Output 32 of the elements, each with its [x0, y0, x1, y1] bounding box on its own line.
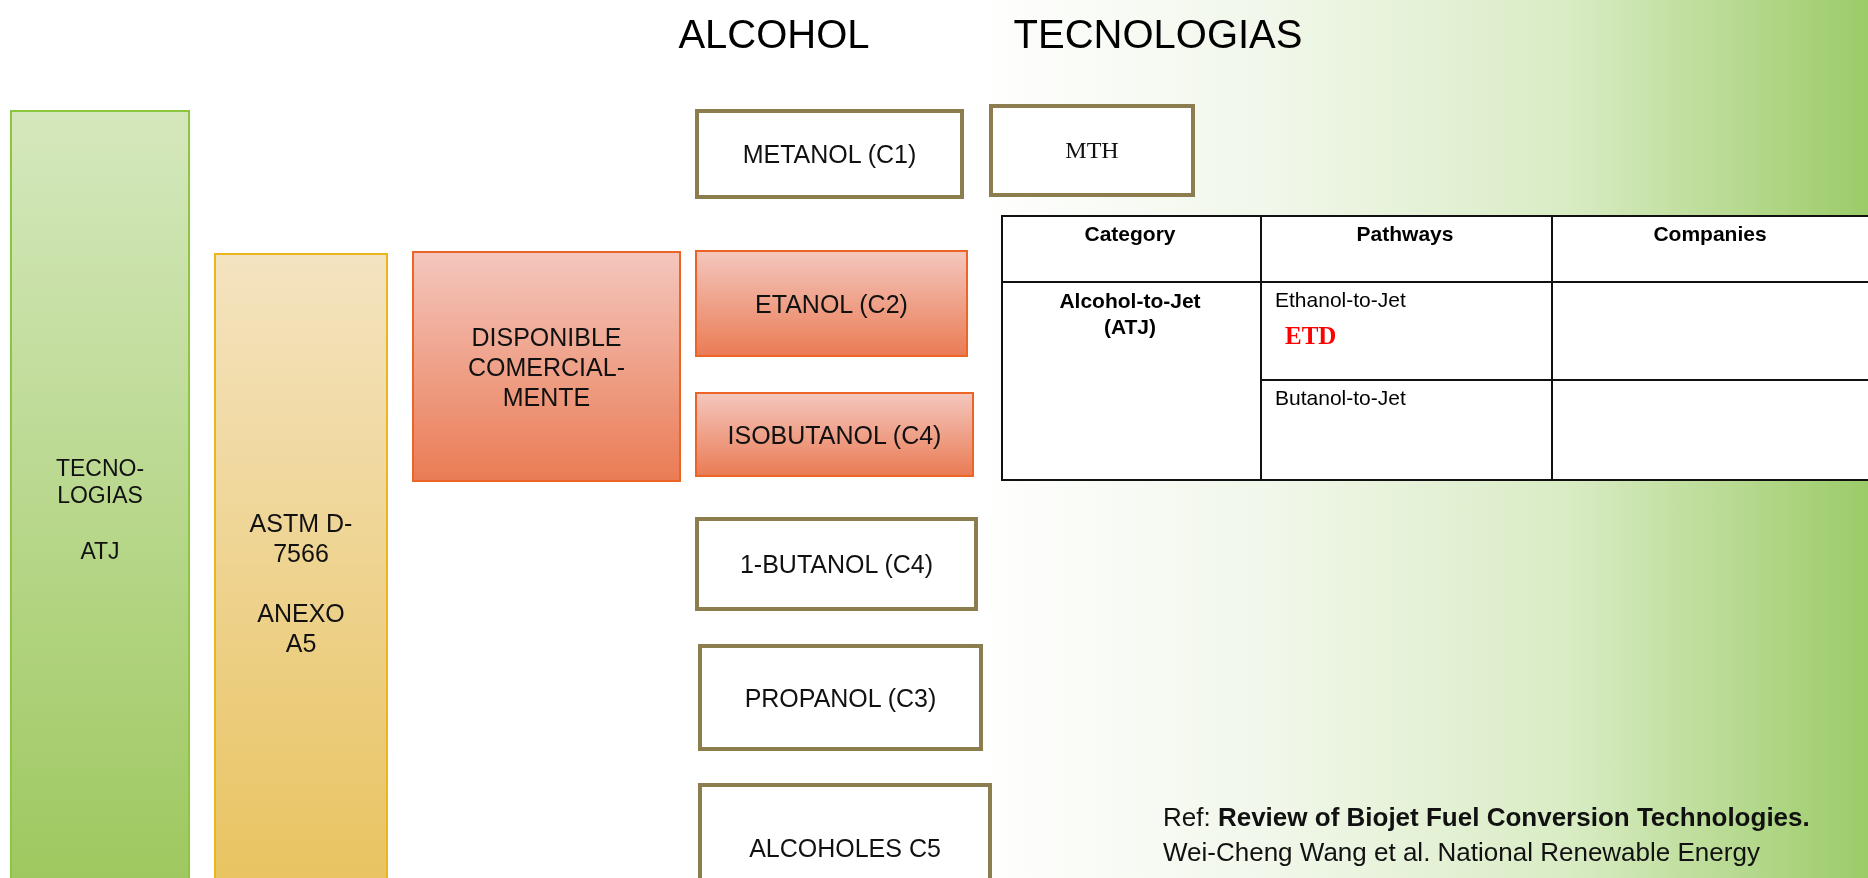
box-label: 1-BUTANOL (C4) [739, 549, 934, 579]
column-heading: ALCOHOL [678, 12, 870, 57]
filled-box [10, 110, 190, 878]
box-label: ANEXO A5 [256, 598, 346, 658]
filled-box [695, 392, 974, 477]
box-label: MTH [1065, 136, 1119, 165]
outlined-box [698, 783, 992, 878]
outlined-box [695, 109, 964, 199]
box-label: METANOL (C1) [742, 139, 917, 169]
filled-box [214, 253, 388, 878]
outlined-box [989, 104, 1195, 197]
table-text: Butanol-to-Jet [1275, 386, 1406, 410]
box-label: ATJ [80, 537, 120, 566]
outlined-box [695, 517, 978, 611]
annotation-text: ETD [1285, 322, 1337, 350]
box-label: ALCOHOLES C5 [749, 833, 941, 863]
table-text: Pathways [1356, 222, 1454, 246]
outlined-box [698, 644, 983, 751]
table-text: Category [1084, 222, 1176, 246]
box-label: ASTM D-7566 [248, 508, 354, 568]
reference-text: Ref: Review of Biojet Fuel Conversion Technologies. Wei-Cheng Wang et al. National Renewable Energy [1163, 801, 1811, 870]
filled-box [695, 250, 968, 357]
column-heading: TECNOLOGIAS [1013, 12, 1303, 57]
box-label: ETANOL (C2) [755, 288, 908, 319]
table-text: Ethanol-to-Jet [1275, 288, 1406, 312]
filled-box [412, 251, 681, 482]
box-label: DISPONIBLE COMERCIAL- MENTE [467, 321, 626, 412]
box-label: ISOBUTANOL (C4) [727, 419, 942, 450]
box-label: TECNO- LOGIAS [54, 454, 146, 510]
box-label: PROPANOL (C3) [744, 682, 937, 713]
table-text: Alcohol-to-Jet (ATJ) [1058, 288, 1202, 341]
table-text: Companies [1653, 222, 1767, 246]
